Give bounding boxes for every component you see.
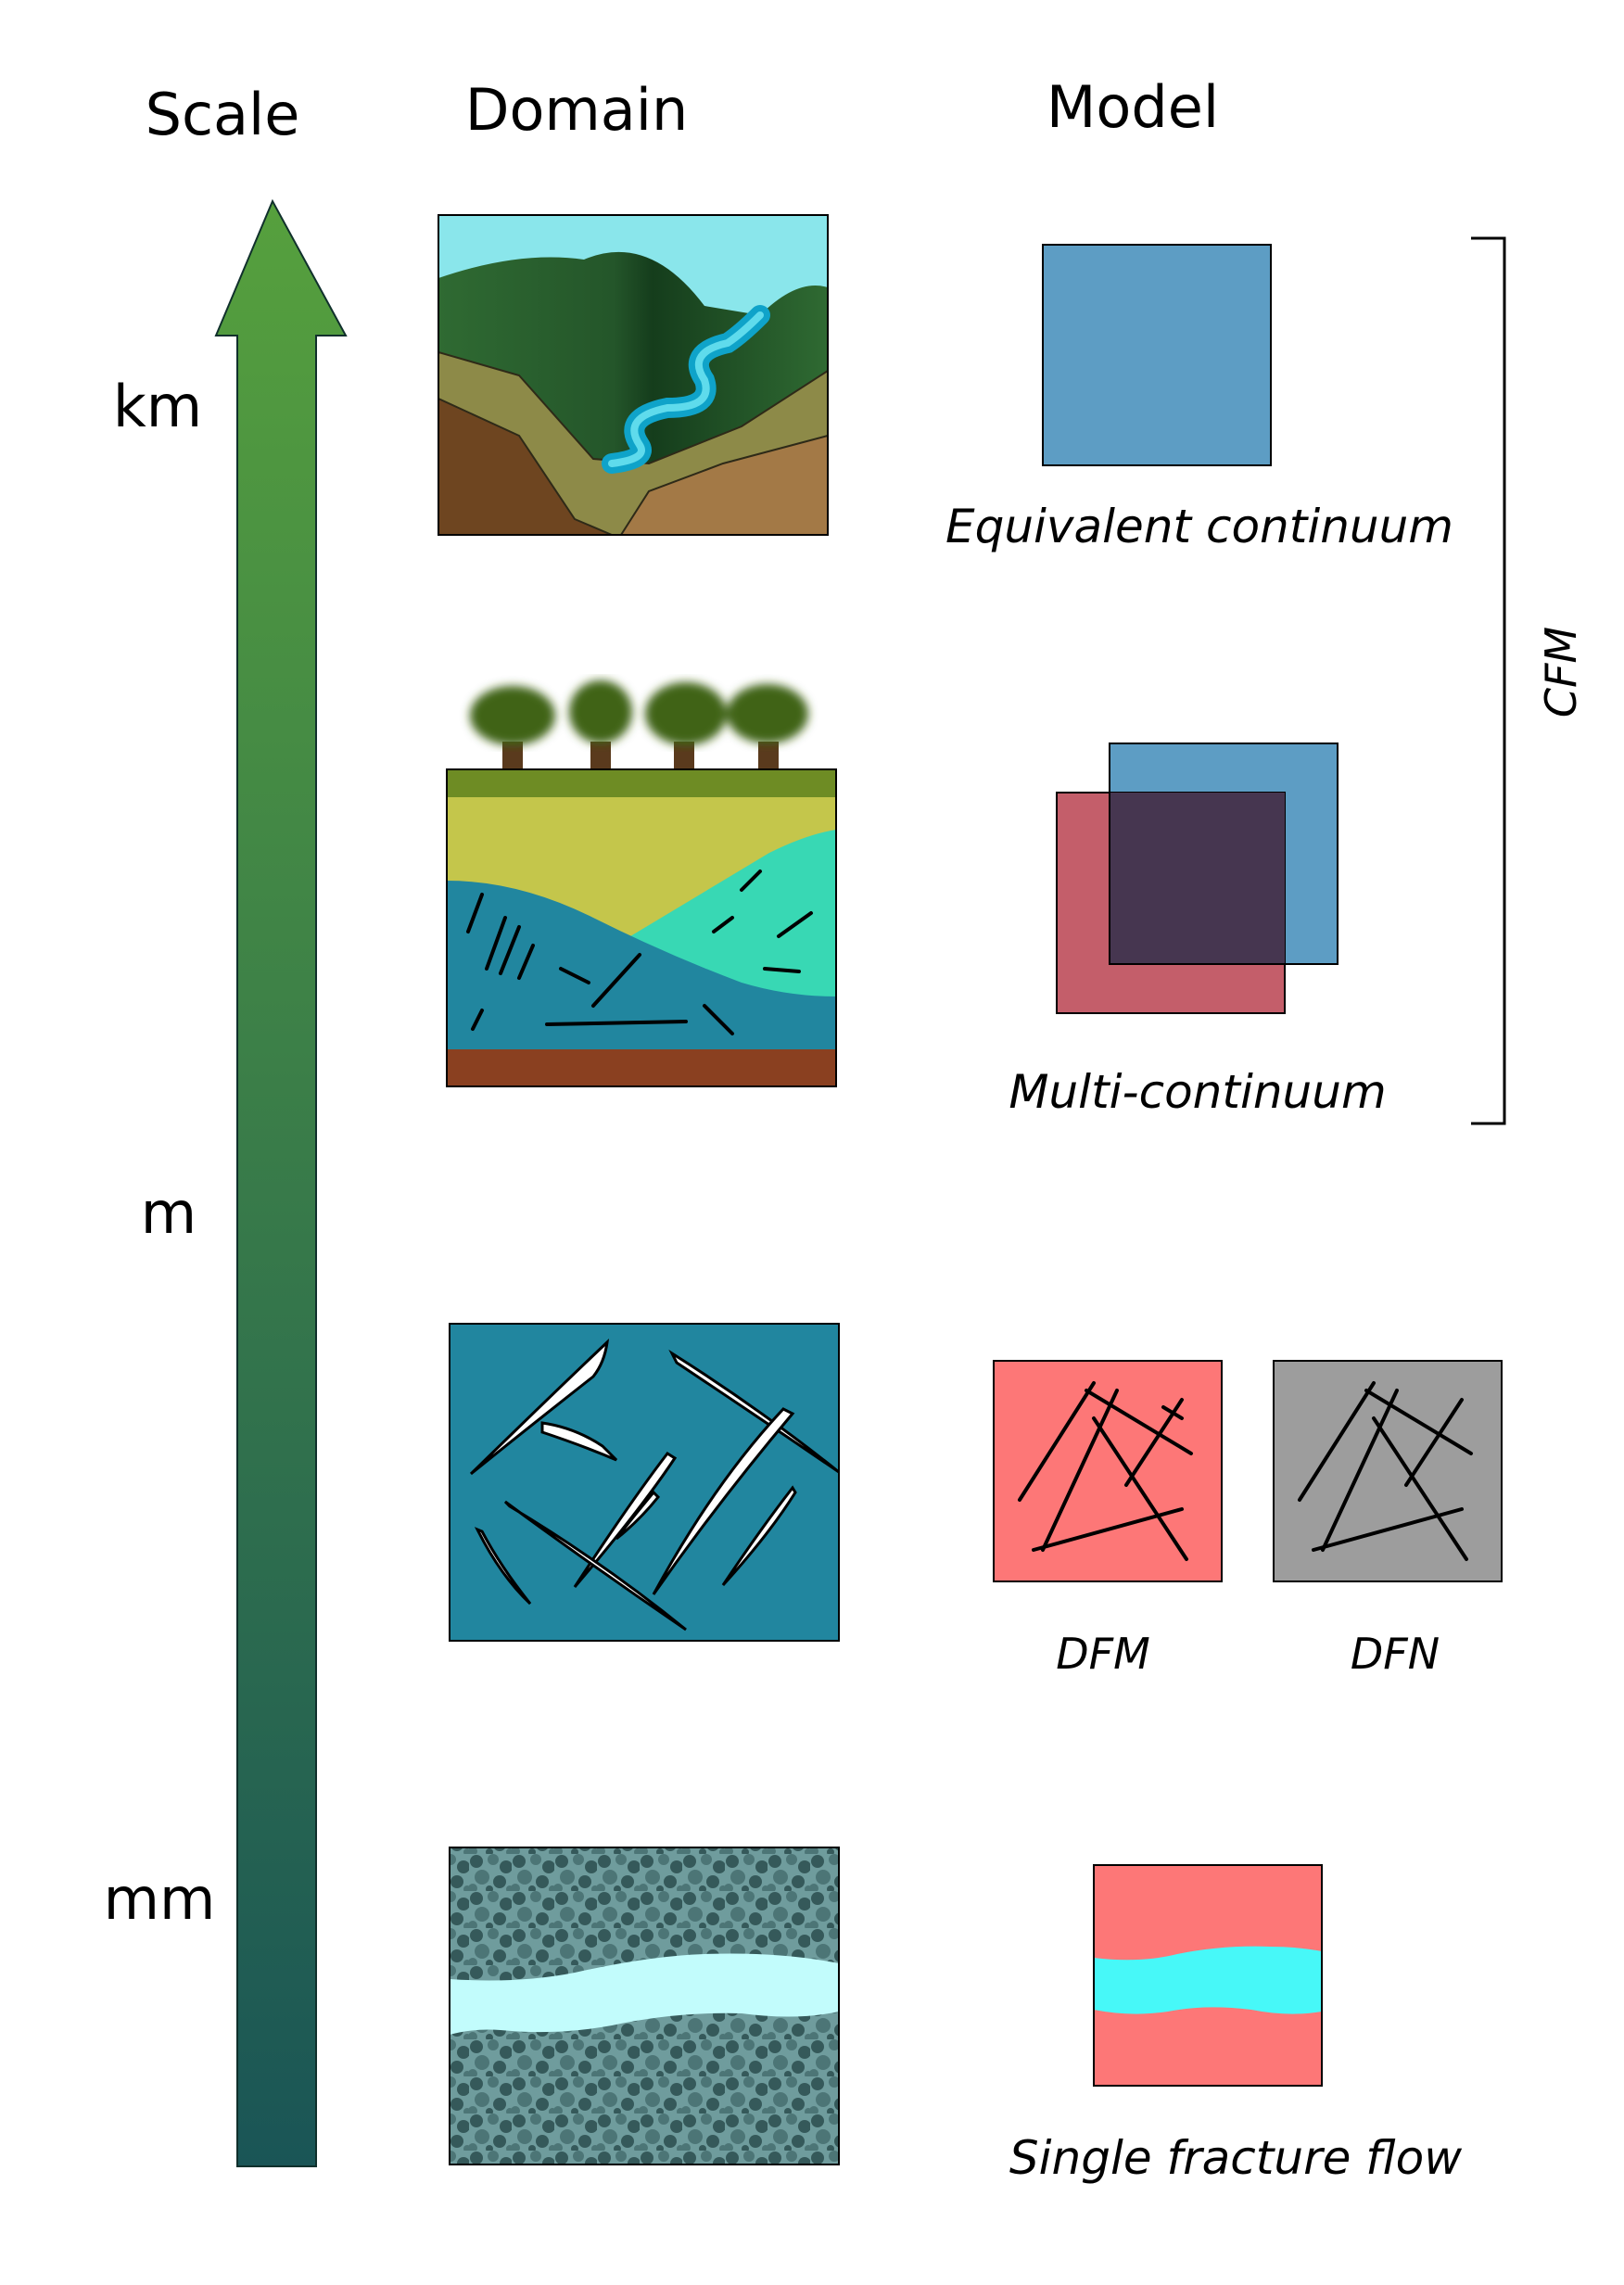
porous-fracture-illustration bbox=[450, 1847, 839, 2164]
single-fracture-frame bbox=[1093, 1864, 1323, 2087]
equivalent-continuum-model bbox=[1042, 244, 1272, 466]
soil-strata-illustration bbox=[447, 769, 836, 1086]
dfm-label: DFM bbox=[1056, 1629, 1150, 1679]
cfm-label: CFM bbox=[1536, 627, 1586, 717]
mountain-valley-illustration bbox=[438, 215, 828, 535]
multi-continuum-model bbox=[1056, 743, 1339, 1014]
single-fracture-label: Single fracture flow bbox=[1009, 2131, 1462, 2185]
porous-fracture-frame bbox=[449, 1847, 840, 2165]
dfn-label: DFN bbox=[1351, 1629, 1440, 1679]
fractured-rock-illustration bbox=[450, 1324, 839, 1641]
fractured-rock-frame bbox=[449, 1323, 840, 1642]
single-fracture-model bbox=[1094, 1865, 1322, 2086]
equivalent-continuum-label: Equivalent continuum bbox=[945, 500, 1453, 553]
scale-header: Scale bbox=[146, 81, 300, 148]
dfm-model bbox=[993, 1360, 1223, 1582]
mountain-valley-frame bbox=[438, 214, 829, 536]
scale-label-km: km bbox=[113, 373, 202, 440]
domain-header: Domain bbox=[465, 76, 689, 144]
model-header: Model bbox=[1047, 73, 1219, 141]
trees-row bbox=[470, 680, 808, 771]
multi-continuum-label: Multi-continuum bbox=[1009, 1065, 1386, 1119]
scale-label-mm: mm bbox=[104, 1865, 216, 1933]
scale-label-m: m bbox=[141, 1179, 197, 1247]
dfn-model bbox=[1273, 1360, 1503, 1582]
cfm-bracket bbox=[1471, 236, 1506, 1125]
scale-arrow bbox=[214, 198, 348, 2167]
soil-strata-frame bbox=[446, 768, 837, 1087]
